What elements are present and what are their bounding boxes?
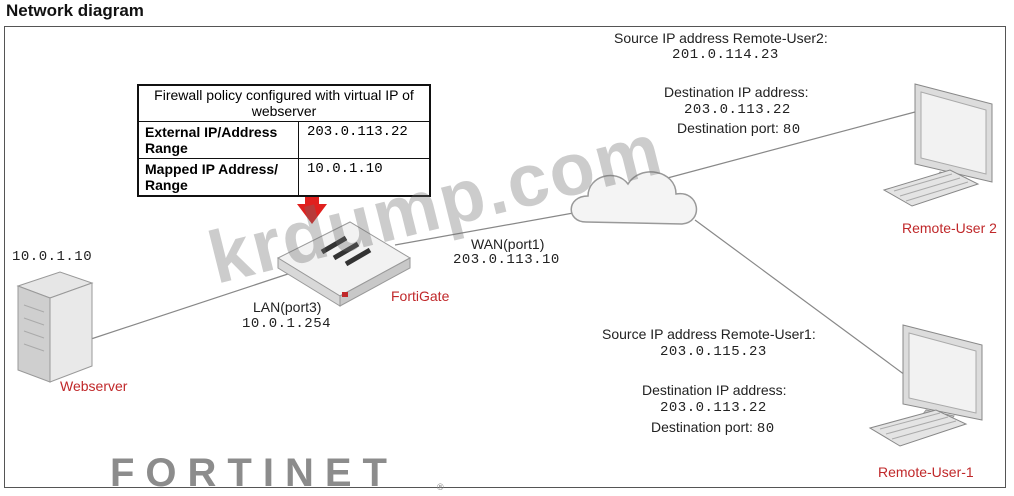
lan-ip: 10.0.1.254 [242,316,332,332]
link-wan-cloud [394,209,591,246]
wan-ip: 203.0.113.10 [453,252,560,268]
remote-user2-name: Remote-User 2 [902,220,997,236]
fortinet-logo: FORTINET [110,451,398,495]
internet-cloud-icon [570,171,698,225]
remote-user1-dest-label: Destination IP address: [642,382,787,398]
remote-user1-source-ip: 203.0.115.23 [660,344,767,360]
remote-user2-port: Destination port: 80 [677,120,801,138]
webserver-icon [16,271,94,383]
remote-user2-source-label: Source IP address Remote-User2: [614,30,828,46]
wan-port-label: WAN(port1) [471,236,545,252]
policy-value: 203.0.113.22 [307,124,408,140]
remote-user1-port: Destination port: 80 [651,419,775,437]
policy-row: External IP/Address Range 203.0.113.22 [139,122,429,159]
remote-user1-dest-ip: 203.0.113.22 [660,400,767,416]
remote-user1-name: Remote-User-1 [878,464,974,480]
remote-user2-dest-ip: 203.0.113.22 [684,102,791,118]
diagram-title: Network diagram [6,1,144,20]
fortigate-name: FortiGate [391,288,450,304]
link-webserver-lan [87,269,301,341]
firewall-policy-box: Firewall policy configured with virtual … [137,84,431,197]
policy-value: 10.0.1.10 [307,161,383,177]
policy-heading: Firewall policy configured with virtual … [139,86,429,122]
link-cloud-user2 [659,111,916,181]
diagram-frame [4,26,1006,488]
lan-port-label: LAN(port3) [253,299,322,315]
policy-key: External IP/Address Range [139,122,299,158]
remote-user2-source-ip: 201.0.114.23 [672,47,779,63]
remote-user1-pc-icon [868,324,983,447]
policy-key: Mapped IP Address/ Range [139,159,299,195]
webserver-name: Webserver [60,378,128,394]
remote-user2-dest-label: Destination IP address: [664,84,809,100]
link-cloud-user1 [694,219,906,376]
webserver-ip: 10.0.1.10 [12,249,93,265]
remote-user1-source-label: Source IP address Remote-User1: [602,326,816,342]
fortigate-icon [276,221,412,307]
remote-user2-pc-icon [882,83,993,207]
policy-row: Mapped IP Address/ Range 10.0.1.10 [139,159,429,195]
registered-mark: ® [437,482,444,492]
